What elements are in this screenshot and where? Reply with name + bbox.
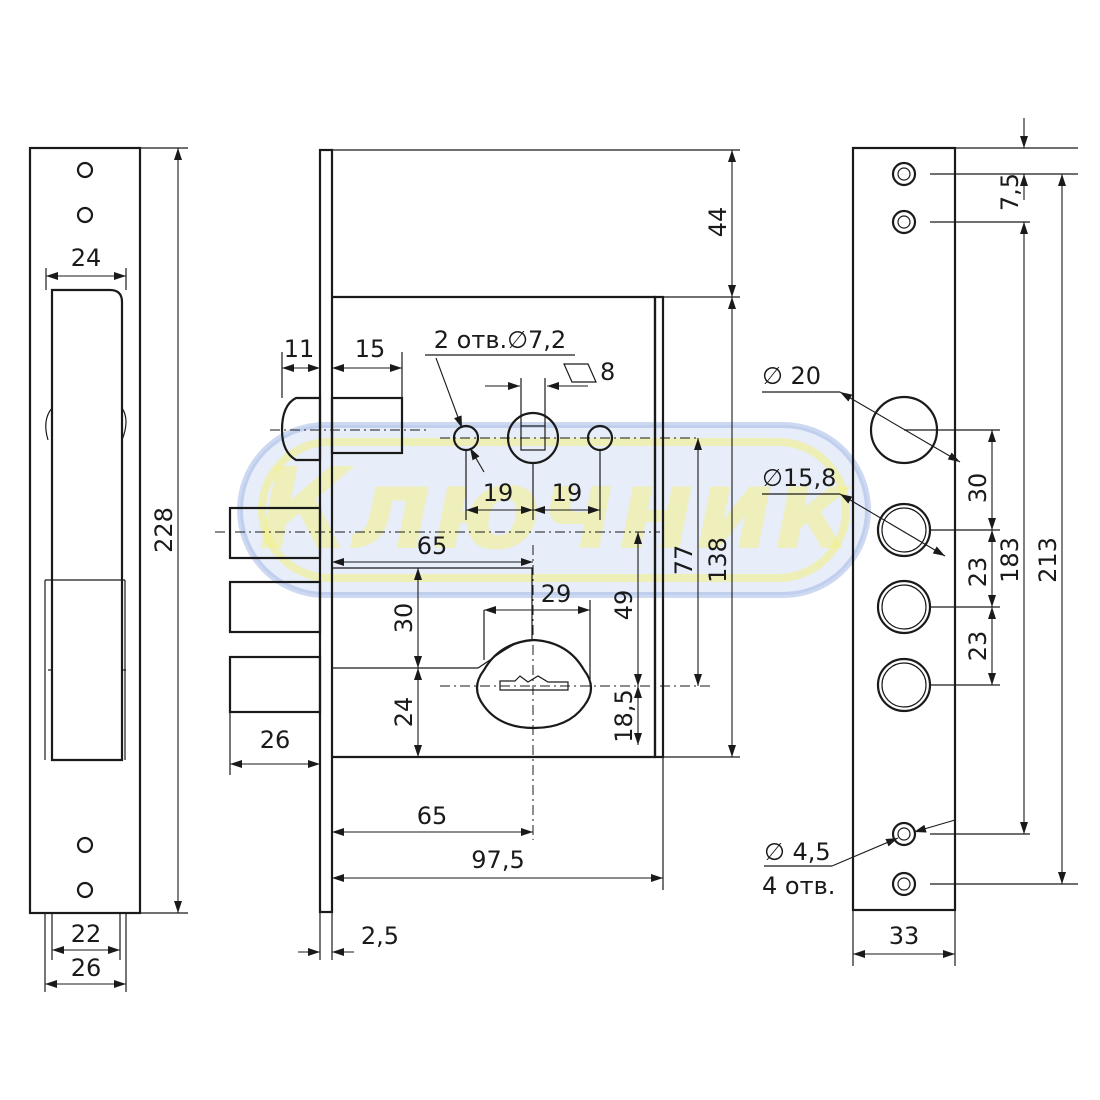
dim-v-213: 213 — [1034, 537, 1062, 583]
dim-d15-8: ∅15,8 — [762, 464, 836, 492]
dim-faceplate-33: 33 — [889, 922, 920, 950]
lock-body-view: 11 15 2 отв.∅7,2 8 19 19 65 29 30 24 49 — [215, 148, 740, 960]
square-icon — [563, 363, 597, 383]
dim-19-left: 19 — [483, 479, 514, 507]
strike-plate-view: 24 228 22 26 — [28, 146, 188, 992]
dim-h-18-5: 18,5 — [610, 689, 638, 742]
dim-h-24: 24 — [390, 697, 418, 728]
dim-latch-11: 11 — [284, 335, 315, 363]
dim-h-49: 49 — [610, 590, 638, 621]
dim-65-top: 65 — [417, 532, 448, 560]
label-4-holes: 4 отв. — [762, 872, 835, 900]
dim-strip-22: 22 — [71, 920, 102, 948]
dim-19-right: 19 — [552, 479, 583, 507]
dim-v-23b: 23 — [964, 631, 992, 662]
dim-strip-228: 228 — [150, 507, 178, 553]
dim-d20: ∅ 20 — [762, 362, 821, 390]
dim-strip-26: 26 — [71, 954, 102, 982]
faceplate-view: 7,5 30 23 23 183 213 ∅ 20 ∅15,8 ∅ 4,5 4 … — [762, 118, 1078, 966]
dim-v-30: 30 — [964, 473, 992, 504]
dim-h-30: 30 — [390, 603, 418, 634]
dim-strip-24: 24 — [71, 244, 102, 272]
dim-bolt-26: 26 — [260, 726, 291, 754]
dim-97-5: 97,5 — [471, 846, 524, 874]
dim-65-bottom: 65 — [417, 802, 448, 830]
dim-faceplate-7-5: 7,5 — [996, 173, 1024, 211]
dim-top-44: 44 — [704, 207, 732, 238]
dim-cyl-29: 29 — [541, 580, 572, 608]
dim-h-138: 138 — [704, 537, 732, 583]
dim-plate-2-5: 2,5 — [361, 922, 399, 950]
dim-latch-15: 15 — [355, 335, 386, 363]
dim-v-183: 183 — [996, 537, 1024, 583]
label-holes-7-2: 2 отв.∅7,2 — [434, 326, 566, 354]
dim-v-23a: 23 — [964, 557, 992, 588]
dim-square-8: 8 — [600, 358, 615, 386]
dim-h-77: 77 — [670, 545, 698, 576]
dim-d4-5: ∅ 4,5 — [764, 838, 831, 866]
